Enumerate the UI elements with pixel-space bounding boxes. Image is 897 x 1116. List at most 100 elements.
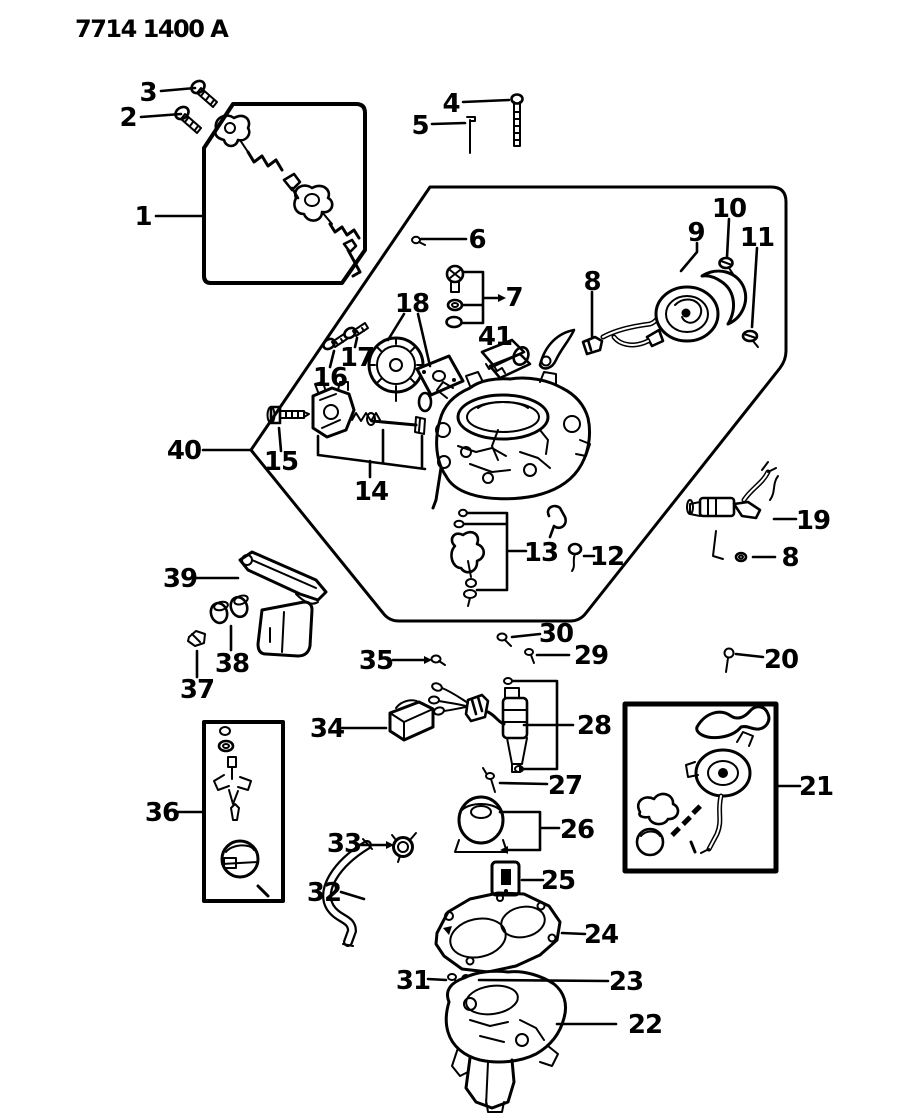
leader-13 xyxy=(462,511,528,592)
leader-7 xyxy=(460,270,500,325)
callout-3: 3 xyxy=(139,78,156,108)
callout-7: 7 xyxy=(505,283,522,313)
part-accel-pump-18 xyxy=(367,336,465,413)
part-screw-2 xyxy=(174,105,202,134)
leader-17 xyxy=(353,336,359,349)
part-plate-set-41 xyxy=(480,338,532,380)
part-screw-20 xyxy=(723,647,735,673)
part-valve-25 xyxy=(490,860,521,897)
callout-14: 14 xyxy=(354,477,388,507)
kit-box-36-outline xyxy=(202,720,285,903)
leader-30 xyxy=(510,632,542,639)
leader-23 xyxy=(477,978,610,983)
callout-29: 29 xyxy=(574,641,608,671)
callout-19: 19 xyxy=(796,506,830,536)
part-screw-30 xyxy=(496,632,512,647)
leader-15 xyxy=(277,426,283,453)
part-throttle-body-22 xyxy=(444,969,568,1113)
callout-25: 25 xyxy=(541,866,575,896)
part-screw-16 xyxy=(322,333,348,351)
callout-labels: 1 2 3 4 5 6 7 8 9 10 11 12 13 14 15 16 1… xyxy=(119,78,834,1040)
leader-27 xyxy=(498,781,549,786)
part-pin-29 xyxy=(524,648,535,664)
callout-26: 26 xyxy=(560,815,594,845)
callout-5: 5 xyxy=(411,111,428,141)
part-choke-control-kit xyxy=(213,114,362,278)
callout-11: 11 xyxy=(740,223,774,253)
part-float-chamber-26 xyxy=(454,795,508,853)
callout-37: 37 xyxy=(180,675,214,705)
callout-21: 21 xyxy=(799,772,833,802)
part-gasket-24 xyxy=(434,891,562,974)
part-screw-27 xyxy=(482,767,496,793)
callout-10: 10 xyxy=(712,194,746,224)
callout-39: 39 xyxy=(163,564,197,594)
callout-17: 17 xyxy=(340,343,374,373)
part-choke-kit-21 xyxy=(635,705,771,857)
callout-1: 1 xyxy=(134,202,151,232)
leader-11 xyxy=(750,246,759,329)
drawing-number: 7714 1400 A xyxy=(75,15,229,43)
leader-10 xyxy=(725,217,731,259)
callout-36: 36 xyxy=(145,798,179,828)
leader-24 xyxy=(560,931,587,936)
callout-6: 6 xyxy=(468,225,485,255)
part-pin-5 xyxy=(466,116,476,154)
leader-32 xyxy=(339,890,366,901)
callout-27: 27 xyxy=(548,771,582,801)
part-float-arm xyxy=(538,328,576,370)
main-group-outline-40 xyxy=(249,185,788,623)
part-carburetor-body xyxy=(431,371,592,510)
callout-23: 23 xyxy=(609,967,643,997)
callout-28: 28 xyxy=(577,711,611,741)
callout-32: 32 xyxy=(307,878,341,908)
callout-38: 38 xyxy=(215,649,249,679)
callout-2: 2 xyxy=(119,103,136,133)
callout-8-top: 8 xyxy=(583,267,600,297)
callout-16: 16 xyxy=(313,363,347,393)
part-plug-8-top xyxy=(581,335,604,356)
callout-20: 20 xyxy=(764,645,798,675)
part-bolt-4 xyxy=(510,93,524,147)
callout-24: 24 xyxy=(584,920,618,950)
part-needle-seat-set-14 xyxy=(311,381,426,439)
part-choke-pull-off xyxy=(611,269,748,348)
callout-22: 22 xyxy=(628,1010,662,1040)
leader-20 xyxy=(734,652,765,659)
part-clamp-33 xyxy=(391,832,417,863)
leader-3 xyxy=(159,86,197,93)
callout-35: 35 xyxy=(359,646,393,676)
leader-5 xyxy=(430,121,467,126)
callout-18: 18 xyxy=(395,289,429,319)
leader-14 xyxy=(316,428,427,479)
callout-40: 40 xyxy=(167,436,201,466)
leader-26 xyxy=(498,810,561,852)
part-solenoid-19 xyxy=(686,461,779,560)
part-harness-solenoid-28 xyxy=(428,677,529,773)
leader-31 xyxy=(426,977,448,982)
part-float-kit-36 xyxy=(213,726,270,898)
part-screw-35 xyxy=(430,654,446,666)
callout-4: 4 xyxy=(442,89,459,119)
callout-33: 33 xyxy=(327,829,361,859)
leader-28 xyxy=(511,679,575,771)
callout-9: 9 xyxy=(687,218,704,248)
leader-4 xyxy=(461,98,511,104)
part-clips-38 xyxy=(209,594,249,625)
leader-9 xyxy=(679,241,699,273)
part-screw-3 xyxy=(190,79,218,108)
leader-2 xyxy=(139,112,183,119)
callout-41: 41 xyxy=(478,322,512,352)
part-bracket-39 xyxy=(238,550,328,658)
leader-18 xyxy=(386,312,432,368)
part-screw-11 xyxy=(741,329,759,348)
leader-16 xyxy=(328,349,336,369)
leader-lines xyxy=(139,86,802,1026)
part-float-needle-group-13 xyxy=(450,504,567,607)
part-screw-10 xyxy=(718,256,734,275)
part-screw-15 xyxy=(266,405,310,425)
callout-8-right: 8 xyxy=(781,543,798,573)
kit-box-1-outline xyxy=(202,102,367,285)
